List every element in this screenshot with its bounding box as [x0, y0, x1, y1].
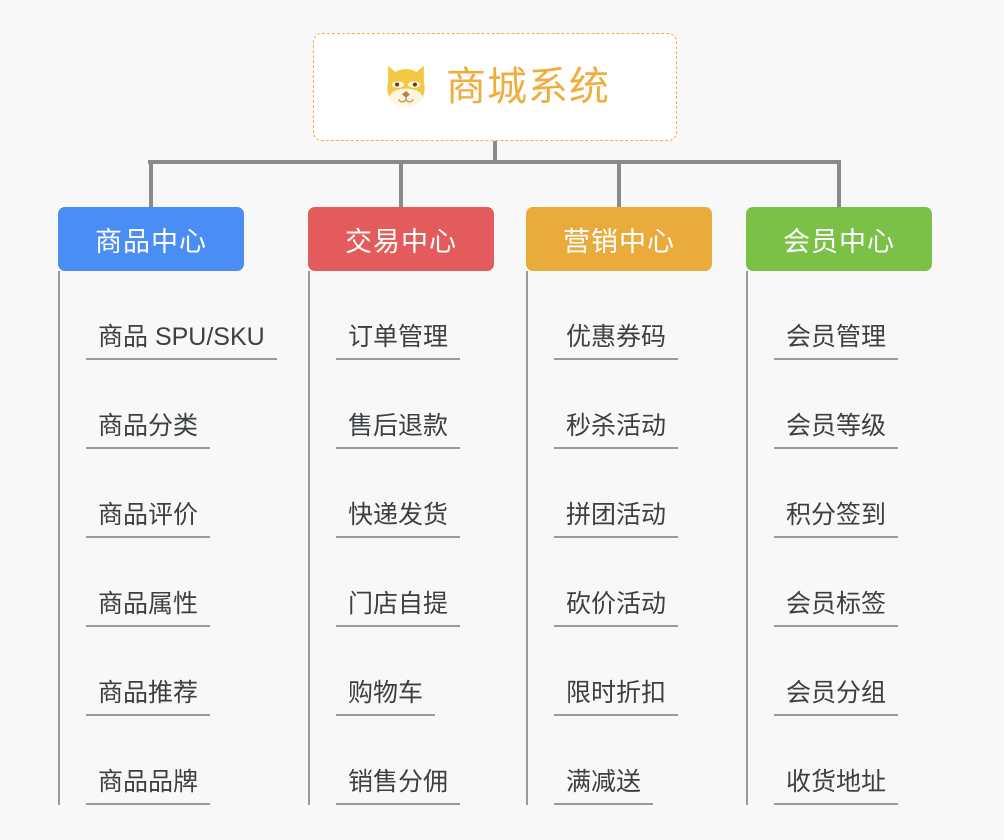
leaf-label: 会员标签	[774, 590, 899, 627]
list-item[interactable]: 商品品牌	[60, 716, 244, 805]
leaf-label: 商品分类	[86, 412, 211, 449]
leaf-label: 商品 SPU/SKU	[86, 323, 277, 360]
branch-column-1: 商品中心 商品 SPU/SKU 商品分类 商品评价 商品属性 商品推荐 商品品牌	[58, 207, 277, 805]
leaf-label: 满减送	[554, 768, 654, 805]
leaf-label: 商品属性	[86, 590, 211, 627]
leaf-list-1: 商品 SPU/SKU 商品分类 商品评价 商品属性 商品推荐 商品品牌	[58, 271, 277, 805]
leaf-label: 砍价活动	[554, 590, 679, 627]
connector-root-stem	[493, 141, 497, 163]
category-header-2[interactable]: 交易中心	[308, 207, 494, 271]
category-label: 营销中心	[563, 226, 675, 257]
leaf-label: 购物车	[336, 679, 436, 716]
leaf-label: 优惠券码	[554, 323, 679, 360]
list-item[interactable]: 商品 SPU/SKU	[60, 271, 277, 360]
connector-horizontal-bus	[148, 160, 840, 164]
leaf-label: 门店自提	[336, 590, 461, 627]
category-label: 商品中心	[95, 226, 207, 257]
connector-drop-3	[617, 160, 621, 207]
shiba-dog-face-icon	[387, 65, 425, 107]
leaf-label: 商品品牌	[86, 768, 211, 805]
list-item[interactable]: 会员标签	[748, 538, 932, 627]
leaf-label: 拼团活动	[554, 501, 679, 538]
list-item[interactable]: 满减送	[528, 716, 712, 805]
leaf-list-4: 会员管理 会员等级 积分签到 会员标签 会员分组 收货地址	[746, 271, 932, 805]
list-item[interactable]: 购物车	[310, 627, 494, 716]
leaf-list-2: 订单管理 售后退款 快递发货 门店自提 购物车 销售分佣	[308, 271, 494, 805]
list-item[interactable]: 秒杀活动	[528, 360, 712, 449]
category-label: 会员中心	[783, 226, 895, 257]
leaf-label: 商品推荐	[86, 679, 211, 716]
leaf-label: 会员分组	[774, 679, 899, 716]
leaf-list-3: 优惠券码 秒杀活动 拼团活动 砍价活动 限时折扣 满减送	[526, 271, 712, 805]
leaf-label: 积分签到	[774, 501, 899, 538]
list-item[interactable]: 积分签到	[748, 449, 932, 538]
list-item[interactable]: 砍价活动	[528, 538, 712, 627]
leaf-label: 售后退款	[336, 412, 461, 449]
list-item[interactable]: 门店自提	[310, 538, 494, 627]
branch-column-4: 会员中心 会员管理 会员等级 积分签到 会员标签 会员分组 收货地址	[746, 207, 932, 805]
leaf-label: 会员等级	[774, 412, 899, 449]
category-header-3[interactable]: 营销中心	[526, 207, 712, 271]
list-item[interactable]: 会员等级	[748, 360, 932, 449]
connector-drop-1	[149, 160, 153, 207]
category-header-1[interactable]: 商品中心	[58, 207, 244, 271]
list-item[interactable]: 商品推荐	[60, 627, 244, 716]
list-item[interactable]: 商品属性	[60, 538, 244, 627]
leaf-label: 会员管理	[774, 323, 899, 360]
leaf-label: 销售分佣	[336, 768, 461, 805]
list-item[interactable]: 订单管理	[310, 271, 494, 360]
leaf-label: 商品评价	[86, 501, 211, 538]
list-item[interactable]: 快递发货	[310, 449, 494, 538]
leaf-label: 限时折扣	[554, 679, 679, 716]
branch-column-2: 交易中心 订单管理 售后退款 快递发货 门店自提 购物车 销售分佣	[308, 207, 494, 805]
connector-drop-2	[399, 160, 403, 207]
leaf-label: 秒杀活动	[554, 412, 679, 449]
list-item[interactable]: 拼团活动	[528, 449, 712, 538]
category-label: 交易中心	[345, 226, 457, 257]
leaf-label: 快递发货	[336, 501, 461, 538]
list-item[interactable]: 商品评价	[60, 449, 244, 538]
list-item[interactable]: 售后退款	[310, 360, 494, 449]
list-item[interactable]: 销售分佣	[310, 716, 494, 805]
root-node[interactable]: 商城系统	[313, 33, 677, 141]
connector-drop-4	[837, 160, 841, 207]
root-title: 商城系统	[446, 65, 610, 109]
leaf-label: 订单管理	[336, 323, 461, 360]
branch-column-3: 营销中心 优惠券码 秒杀活动 拼团活动 砍价活动 限时折扣 满减送	[526, 207, 712, 805]
list-item[interactable]: 会员分组	[748, 627, 932, 716]
list-item[interactable]: 会员管理	[748, 271, 932, 360]
list-item[interactable]: 商品分类	[60, 360, 244, 449]
list-item[interactable]: 收货地址	[748, 716, 932, 805]
leaf-label: 收货地址	[774, 768, 899, 805]
category-header-4[interactable]: 会员中心	[746, 207, 932, 271]
list-item[interactable]: 优惠券码	[528, 271, 712, 360]
list-item[interactable]: 限时折扣	[528, 627, 712, 716]
